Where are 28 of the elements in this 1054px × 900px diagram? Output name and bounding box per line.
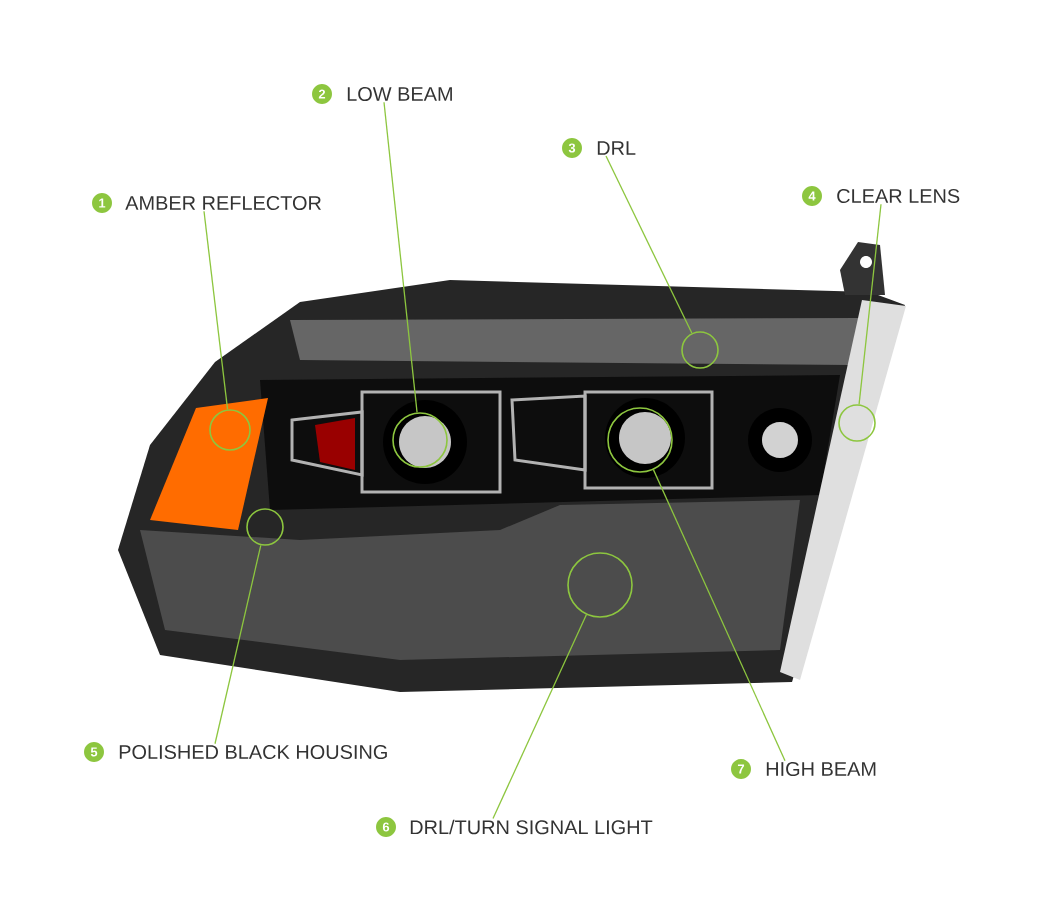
callout-number: 6 <box>376 817 396 837</box>
callout-label: POLISHED BLACK HOUSING <box>119 744 387 760</box>
callout-label: DRL <box>597 141 636 155</box>
callout-number: 1 <box>92 193 112 213</box>
target-circle <box>567 552 633 618</box>
target-circle <box>607 407 673 473</box>
callout-label: HIGH BEAM <box>766 761 876 777</box>
target-circle <box>838 404 876 442</box>
target-circle <box>246 508 284 546</box>
target-circle <box>392 412 448 468</box>
leader-line <box>652 469 786 762</box>
callout-number: 5 <box>84 742 104 762</box>
target-circle <box>681 331 719 369</box>
callout-label: AMBER REFLECTOR <box>125 195 321 211</box>
callout-number: 4 <box>802 186 822 206</box>
callout-label: DRL/TURN SIGNAL LIGHT <box>410 819 653 835</box>
leader-line <box>492 614 587 820</box>
callout-label: LOW BEAM <box>347 86 452 102</box>
callout-number: 7 <box>731 759 751 779</box>
callout-label: CLEAR LENS <box>837 188 960 204</box>
leader-line <box>858 203 882 405</box>
leader-line <box>203 210 229 410</box>
leader-line <box>214 544 262 745</box>
callout-number: 2 <box>312 84 332 104</box>
target-circle <box>209 409 251 451</box>
leader-line <box>383 101 418 413</box>
callout-number: 3 <box>562 138 582 158</box>
leader-line <box>605 155 693 334</box>
